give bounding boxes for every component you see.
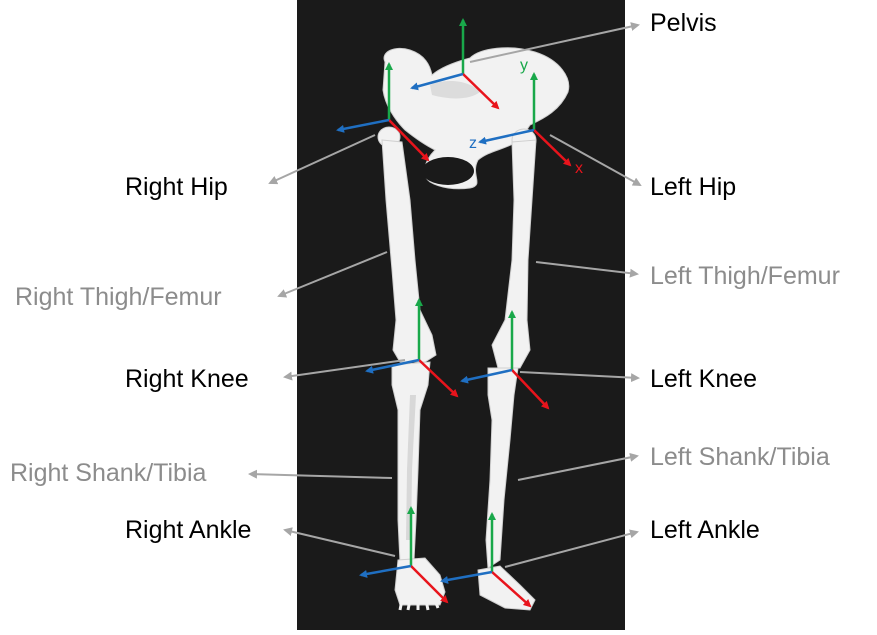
label-left-ankle: Left Ankle — [650, 515, 760, 545]
label-right-ankle: Right Ankle — [125, 515, 251, 545]
axis-label-z: z — [469, 135, 477, 152]
label-left-knee: Left Knee — [650, 364, 757, 394]
label-left-hip: Left Hip — [650, 172, 736, 202]
axis-label-x: x — [575, 160, 583, 177]
label-right-knee: Right Knee — [125, 364, 249, 394]
label-left-shank: Left Shank/Tibia — [650, 442, 830, 472]
label-right-shank: Right Shank/Tibia — [10, 458, 206, 488]
label-left-thigh: Left Thigh/Femur — [650, 261, 840, 291]
label-right-hip: Right Hip — [125, 172, 228, 202]
label-pelvis: Pelvis — [650, 8, 717, 38]
axis-label-y: y — [520, 57, 528, 74]
label-right-thigh: Right Thigh/Femur — [15, 282, 222, 312]
